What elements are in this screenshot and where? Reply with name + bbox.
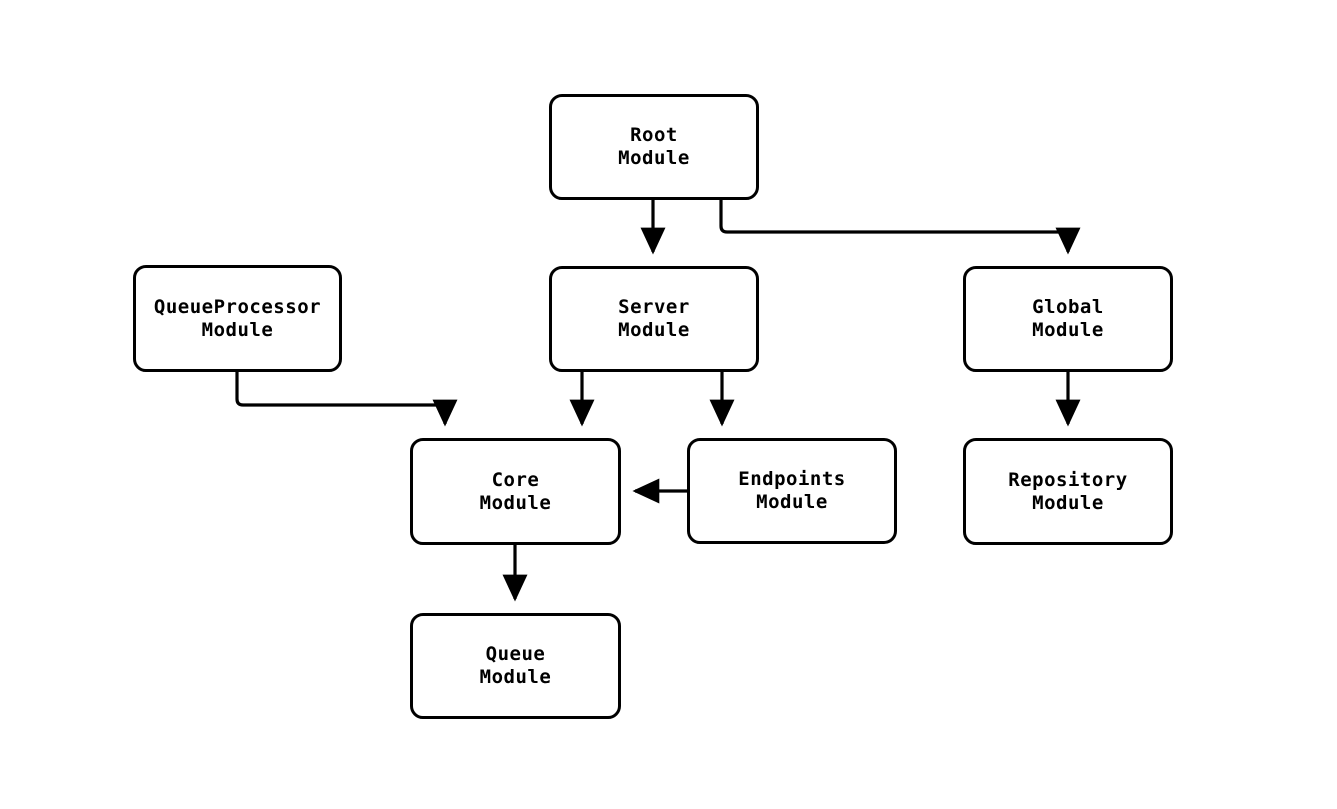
node-root[interactable]: Root Module <box>549 94 759 200</box>
node-core-title: Core <box>491 468 540 491</box>
node-queueprocessor-subtitle: Module <box>201 318 274 341</box>
node-global-title: Global <box>1032 296 1104 318</box>
node-repository-subtitle: Module <box>1032 491 1104 514</box>
node-global[interactable]: Global Module <box>963 266 1173 372</box>
node-endpoints-subtitle: Module <box>756 491 828 513</box>
node-queue[interactable]: Queue Module <box>410 613 621 719</box>
node-server-title: Server <box>618 296 690 318</box>
edge-queueprocessor-to-core <box>235 372 458 427</box>
node-queue-title: Queue <box>485 643 546 665</box>
node-queueprocessor[interactable]: QueueProcessor Module <box>133 265 342 372</box>
node-core[interactable]: Core Module <box>410 438 621 545</box>
node-queue-subtitle: Module <box>479 666 552 688</box>
node-global-subtitle: Module <box>1032 319 1104 341</box>
node-repository-title: Repository <box>1008 468 1128 491</box>
node-queueprocessor-title: QueueProcessor <box>153 295 322 318</box>
node-core-subtitle: Module <box>479 491 552 514</box>
node-endpoints-title: Endpoints <box>738 468 846 490</box>
node-server-subtitle: Module <box>618 319 690 341</box>
node-repository[interactable]: Repository Module <box>963 438 1173 545</box>
edge-root-to-global <box>719 200 1081 255</box>
node-endpoints[interactable]: Endpoints Module <box>687 438 897 544</box>
node-root-title: Root <box>630 124 678 146</box>
node-root-subtitle: Module <box>618 147 690 169</box>
node-server[interactable]: Server Module <box>549 266 759 372</box>
